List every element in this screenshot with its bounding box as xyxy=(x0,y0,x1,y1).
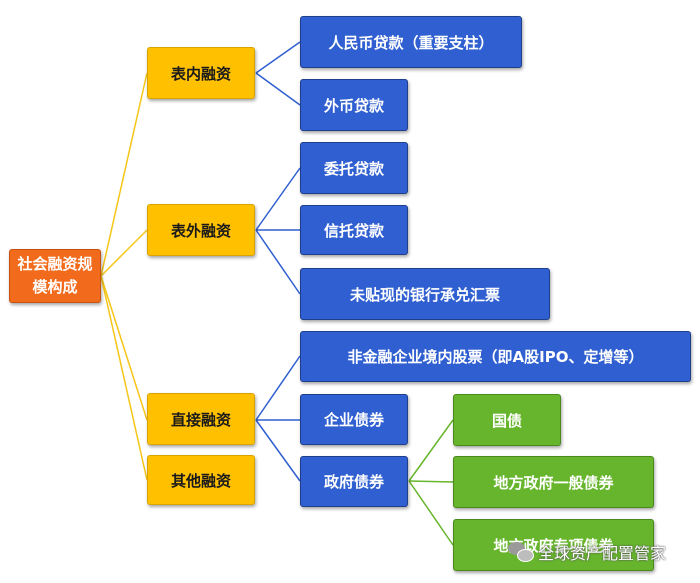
node-renminbi-daikuan: 人民币贷款（重要支柱） xyxy=(300,16,522,68)
watermark: 全球资产配置管家 xyxy=(508,540,698,564)
root-label-line2: 模构成 xyxy=(32,278,78,296)
node-qita-rongzi: 其他融资 xyxy=(147,455,255,505)
connector-zhengfu-yiban xyxy=(408,480,454,483)
node-xintuo-daikuan: 信托贷款 xyxy=(300,205,408,255)
connector-zhengfu-zhuanxiang xyxy=(408,480,454,546)
node-difang-yiban-zhaiquan: 地方政府一般债券 xyxy=(453,456,654,508)
node-biaonei-rongzi: 表内融资 xyxy=(147,47,255,99)
connector-root-qita xyxy=(100,275,148,481)
connector-zhijie-gupiao xyxy=(255,355,301,421)
connector-root-biaowai xyxy=(100,229,148,277)
node-qiye-zhaiquan: 企业债券 xyxy=(300,394,408,445)
node-biaowai-rongzi: 表外融资 xyxy=(147,204,255,256)
watermark-text: 全球资产配置管家 xyxy=(538,544,667,563)
node-zhijie-rongzi: 直接融资 xyxy=(147,393,255,445)
connector-root-onneibiao xyxy=(100,72,148,277)
node-jingnei-gupiao: 非金融企业境内股票（即A股IPO、定增等） xyxy=(300,331,691,382)
connector-zhengfu-guozhai xyxy=(408,419,454,482)
node-zhengfu-zhaiquan: 政府债券 xyxy=(300,456,408,507)
node-weituo-daikuan: 委托贷款 xyxy=(300,142,408,194)
connector-zhijie-zhengfu xyxy=(255,419,301,482)
node-difang-zhuanxiang-zhaiquan: 地方政府专项债券 xyxy=(453,519,654,571)
connector-root-zhijie xyxy=(100,275,148,421)
connector-biaowai-weituo xyxy=(255,167,301,231)
connector-biaonei-waibi xyxy=(255,72,301,106)
node-waibi-daikuan: 外币贷款 xyxy=(300,79,408,131)
connector-biaowai-weitiexian xyxy=(255,229,301,295)
wechat-icon xyxy=(508,542,534,562)
root-node: 社会融资规 模构成 xyxy=(9,249,101,303)
node-guozhai: 国债 xyxy=(453,394,561,446)
connector-biaonei-renminbi xyxy=(255,41,301,74)
root-label-line1: 社会融资规 xyxy=(17,254,93,273)
node-weitiexian-chengdui-huipiao: 未贴现的银行承兑汇票 xyxy=(300,268,550,320)
